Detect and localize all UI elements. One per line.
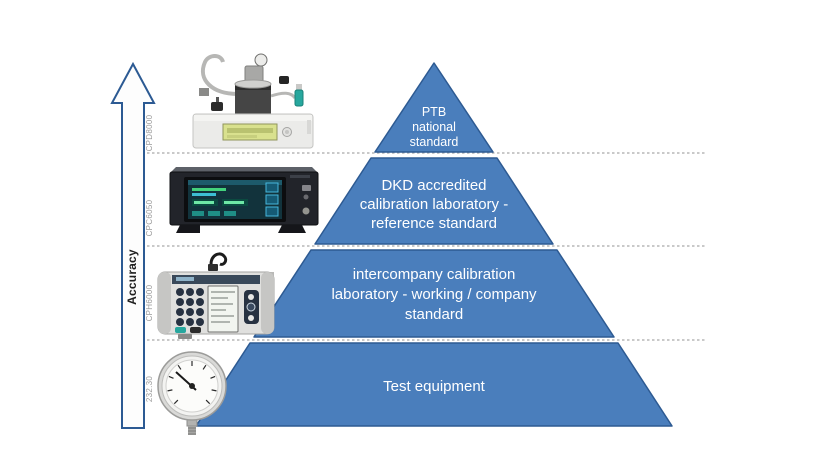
caption-line: calibration laboratory - — [359, 196, 509, 213]
pyramid-level-2-caption: DKD accredited calibration laboratory - … — [314, 176, 554, 233]
cpc6050-pressure-controller-image — [169, 167, 319, 233]
pyramid-level-1-caption: PTB national standard — [374, 105, 494, 150]
equipment-label-232-30: 232.30 — [145, 375, 154, 403]
caption-line: Test equipment — [383, 378, 485, 395]
accuracy-axis-label: Accuracy — [125, 249, 139, 305]
pyramid-level-2-shape — [314, 157, 554, 245]
caption-line: national — [412, 120, 456, 134]
cpd8000-deadweight-tester-image — [192, 53, 314, 149]
equipment-label-cpc6050: CPC6050 — [145, 199, 154, 237]
caption-line: reference standard — [371, 215, 497, 232]
pressure-gauge-232-30-image — [157, 351, 227, 435]
cph6000-process-calibrator-image — [157, 252, 275, 339]
caption-line: DKD accredited — [381, 177, 487, 194]
caption-line: PTB — [421, 105, 447, 119]
pyramid-level-4-caption: Test equipment — [314, 377, 554, 397]
equipment-label-cph6000: CPH6000 — [145, 284, 154, 322]
caption-line: intercompany calibration — [352, 266, 516, 283]
pyramid-level-3-caption: intercompany calibration laboratory - wo… — [294, 265, 574, 325]
pyramid-level-1-shape — [374, 62, 494, 153]
caption-line: standard — [409, 135, 459, 149]
caption-line: standard — [404, 306, 464, 323]
caption-line: laboratory - working / company — [331, 286, 537, 303]
accuracy-arrow — [110, 61, 156, 429]
equipment-label-cpd8000: CPD8000 — [145, 114, 154, 152]
